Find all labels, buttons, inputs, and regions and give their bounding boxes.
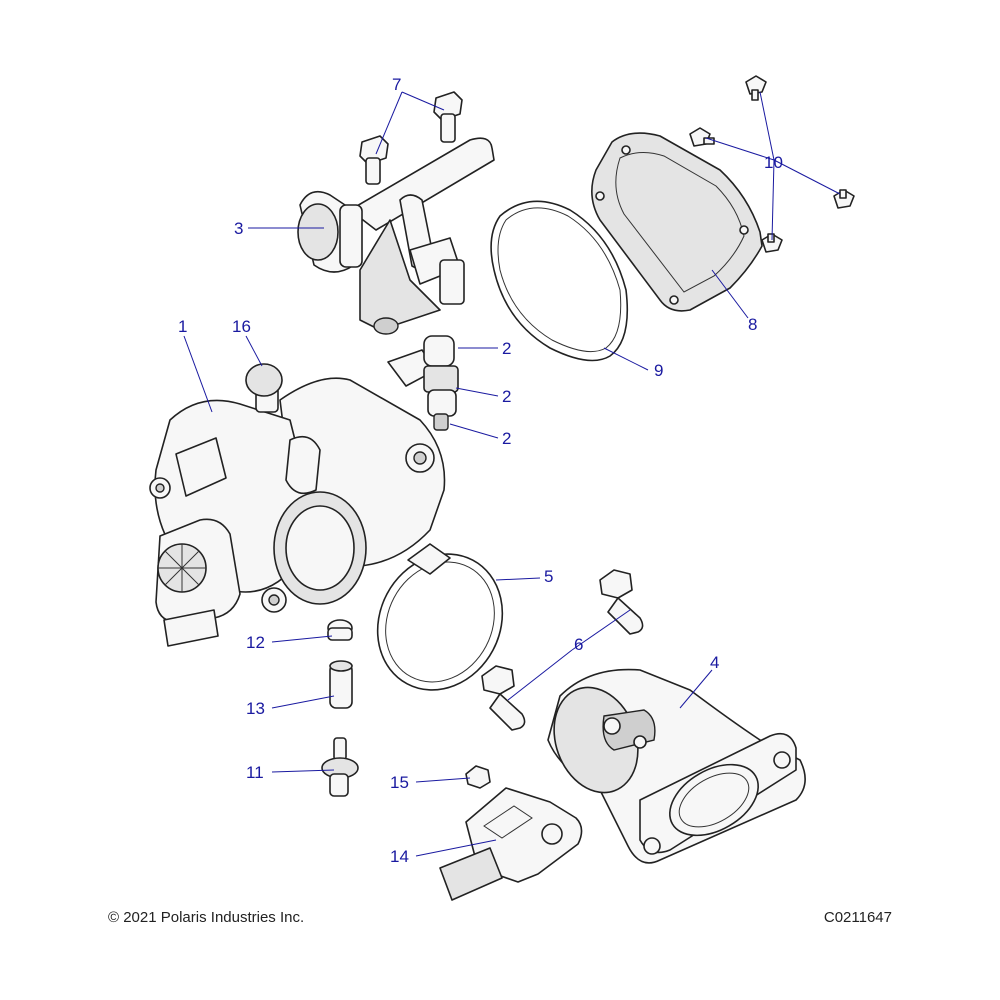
part-8-cover-plate bbox=[591, 132, 763, 312]
callout-1: 1 bbox=[178, 317, 187, 336]
part-11-valve bbox=[321, 737, 359, 797]
callout-2c: 2 bbox=[502, 429, 511, 448]
leader-14 bbox=[415, 839, 497, 857]
leader-lines bbox=[183, 91, 841, 857]
part-1-throttle-body bbox=[149, 377, 446, 647]
leader-8 bbox=[711, 269, 749, 319]
leader-2b bbox=[455, 387, 499, 397]
leader-9 bbox=[603, 347, 649, 371]
part-7-bolt-b bbox=[433, 91, 463, 143]
part-5-hose-clamp bbox=[376, 543, 504, 691]
part-15-screw bbox=[465, 765, 491, 789]
leader-1 bbox=[183, 335, 213, 413]
part-13-hose bbox=[329, 660, 353, 709]
callout-7: 7 bbox=[392, 75, 401, 94]
leader-6a bbox=[571, 609, 631, 651]
callout-15: 15 bbox=[390, 773, 409, 792]
part-9-o-ring bbox=[490, 200, 629, 362]
leader-4 bbox=[679, 669, 713, 709]
leader-7b bbox=[401, 91, 445, 111]
leader-10b bbox=[705, 137, 775, 161]
leader-11 bbox=[271, 769, 335, 773]
callout-2a: 2 bbox=[502, 339, 511, 358]
part-2-fuel-injector bbox=[387, 335, 459, 431]
leader-10c bbox=[773, 159, 841, 195]
part-6-bolt-a bbox=[599, 569, 644, 635]
leader-7a bbox=[375, 91, 403, 155]
callout-2b: 2 bbox=[502, 387, 511, 406]
part-6-bolt-b bbox=[481, 665, 526, 731]
part-7-bolt-a bbox=[359, 135, 389, 185]
part-14-sensor bbox=[439, 787, 583, 901]
drawing-number: C0211647 bbox=[823, 909, 892, 926]
leader-10d bbox=[771, 159, 775, 241]
callout-14: 14 bbox=[390, 847, 409, 866]
callout-9: 9 bbox=[654, 361, 663, 380]
part-12-clip bbox=[327, 619, 353, 641]
callout-12: 12 bbox=[246, 633, 265, 652]
leader-16 bbox=[245, 335, 263, 367]
callout-11: 11 bbox=[246, 763, 264, 782]
leader-6b bbox=[507, 649, 573, 701]
part-3-fuel-rail bbox=[297, 137, 495, 335]
leader-13 bbox=[271, 695, 335, 709]
part-4-intake-adapter bbox=[547, 668, 806, 864]
copyright-text: © 2021 Polaris Industries Inc. bbox=[108, 909, 305, 926]
leader-5 bbox=[495, 577, 541, 581]
callout-4: 4 bbox=[710, 653, 719, 672]
leader-12 bbox=[271, 635, 333, 643]
callout-6: 6 bbox=[574, 635, 583, 654]
callout-13: 13 bbox=[246, 699, 265, 718]
callout-labels: 1 16 3 7 2 2 2 9 8 10 5 6 4 12 13 11 15 … bbox=[178, 75, 783, 866]
callout-10: 10 bbox=[764, 153, 783, 172]
callout-16: 16 bbox=[232, 317, 251, 336]
leader-10a bbox=[759, 91, 775, 161]
leader-15 bbox=[415, 777, 471, 783]
callout-5: 5 bbox=[544, 567, 553, 586]
part-16-cap bbox=[245, 363, 283, 413]
callout-8: 8 bbox=[748, 315, 757, 334]
callout-3: 3 bbox=[234, 219, 243, 238]
leader-2c bbox=[449, 423, 499, 439]
